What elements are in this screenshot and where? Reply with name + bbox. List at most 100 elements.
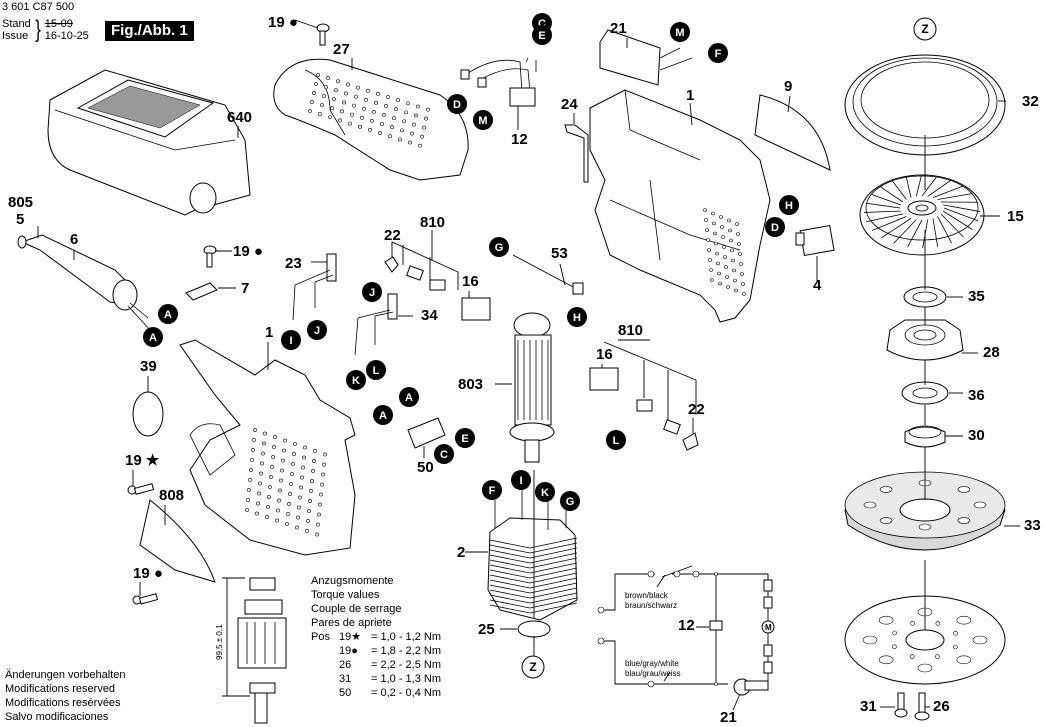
disc-hole-small bbox=[892, 630, 897, 636]
vent-hole bbox=[282, 448, 286, 453]
vent-hole bbox=[707, 248, 711, 252]
connector-marker-l: L bbox=[366, 360, 386, 380]
part-label-19a: 19 ● bbox=[268, 14, 298, 31]
vent-hole bbox=[316, 522, 320, 527]
vent-hole bbox=[269, 475, 273, 479]
fan-blade bbox=[943, 210, 973, 230]
connector-marker-d: D bbox=[765, 217, 785, 237]
vent-hole bbox=[362, 106, 366, 111]
stator-lamination bbox=[489, 542, 578, 554]
part-label-5: 5 bbox=[16, 211, 24, 228]
notice-fr: Modifications resérvées bbox=[5, 697, 121, 709]
clip-24 bbox=[564, 124, 589, 183]
part-label-39: 39 bbox=[140, 358, 157, 375]
wire-label-top-de: braun/schwarz bbox=[625, 601, 677, 610]
connector-marker-m: M bbox=[670, 22, 690, 42]
vent-hole bbox=[728, 228, 732, 233]
svg-text:H: H bbox=[573, 312, 581, 324]
vent-hole bbox=[323, 452, 327, 457]
connector-marker-a: A bbox=[399, 387, 419, 407]
stator-2 bbox=[487, 488, 578, 621]
screw-19-bottom bbox=[132, 593, 159, 605]
vent-hole bbox=[258, 481, 262, 486]
vent-hole bbox=[283, 438, 287, 443]
pad-hole bbox=[957, 486, 971, 493]
vent-hole bbox=[340, 109, 344, 114]
torque-value: = 1,0 - 1,3 Nm bbox=[371, 673, 442, 685]
issue-date: 16-10-25 bbox=[44, 30, 89, 42]
vent-hole bbox=[286, 512, 290, 516]
screw-19-left bbox=[203, 245, 217, 268]
vent-hole bbox=[310, 100, 314, 104]
vent-hole bbox=[414, 113, 418, 118]
vent-hole bbox=[298, 495, 302, 500]
vent-hole bbox=[742, 292, 746, 296]
wiring-diagram bbox=[597, 565, 775, 711]
vent-hole bbox=[382, 113, 386, 117]
revision-values: 15-09 16-10-25 bbox=[45, 18, 89, 42]
connector-marker-f: F bbox=[482, 480, 502, 500]
fan-blade bbox=[892, 180, 907, 200]
vent-hole bbox=[256, 501, 260, 506]
vent-hole bbox=[715, 251, 719, 256]
pad-hole bbox=[879, 486, 893, 493]
svg-text:L: L bbox=[373, 365, 380, 377]
bearing-housing-28 bbox=[886, 319, 964, 361]
fan-blade bbox=[881, 218, 912, 239]
connector-marker-k: K bbox=[535, 482, 555, 502]
vent-hole bbox=[259, 471, 263, 476]
svg-text:J: J bbox=[314, 325, 320, 337]
vent-hole bbox=[287, 502, 291, 506]
connector-marker-j: J bbox=[307, 320, 327, 340]
part-label-810a: 810 bbox=[420, 214, 445, 231]
switch-module-21 bbox=[599, 29, 693, 86]
fan-blade bbox=[943, 207, 979, 222]
vent-hole bbox=[308, 109, 312, 113]
leader-lines bbox=[37, 19, 1020, 708]
svg-text:G: G bbox=[566, 496, 575, 508]
fan-blade bbox=[932, 218, 939, 247]
vent-hole bbox=[307, 509, 311, 513]
vent-hole bbox=[301, 465, 305, 470]
connector-marker-g: G bbox=[560, 491, 580, 511]
vent-hole bbox=[312, 459, 316, 463]
backing-pad-33 bbox=[844, 471, 1006, 551]
vent-hole bbox=[390, 125, 394, 130]
disc-hole-small bbox=[953, 630, 958, 636]
housing-half-left bbox=[179, 339, 356, 556]
connector-marker-i: I bbox=[281, 330, 301, 350]
vent-hole bbox=[338, 118, 342, 123]
vent-hole bbox=[404, 110, 408, 115]
vent-hole bbox=[348, 121, 352, 126]
vent-hole bbox=[344, 91, 348, 96]
torque-value: = 1,8 - 2,2 Nm bbox=[371, 645, 442, 657]
leader-line bbox=[559, 263, 566, 286]
vent-hole bbox=[297, 505, 301, 510]
svg-text:A: A bbox=[379, 410, 387, 422]
vent-hole bbox=[354, 94, 358, 99]
carbon-brush-right bbox=[636, 399, 653, 412]
armature-803 bbox=[509, 312, 555, 463]
vent-hole bbox=[721, 235, 725, 239]
vent-hole bbox=[255, 511, 259, 516]
vent-hole bbox=[320, 103, 324, 108]
vent-hole bbox=[296, 515, 300, 520]
torque-pos: 50 bbox=[339, 687, 352, 699]
vent-hole bbox=[724, 265, 728, 269]
fan-blade bbox=[943, 204, 981, 212]
part-label-32: 32 bbox=[1022, 93, 1039, 110]
brace-symbol: } bbox=[34, 16, 41, 43]
vent-hole bbox=[726, 285, 730, 289]
seal-ring-32 bbox=[844, 54, 1006, 156]
brush-holder-16-right bbox=[589, 367, 619, 391]
vent-hole bbox=[251, 448, 255, 452]
pad-hole bbox=[863, 501, 877, 509]
stator-lamination bbox=[489, 592, 578, 604]
vent-hole bbox=[275, 518, 279, 523]
disc-hole bbox=[878, 655, 894, 665]
torque-values-table: Anzugsmomente Torque values Couple de se… bbox=[311, 574, 441, 700]
fan-blade bbox=[866, 213, 904, 223]
